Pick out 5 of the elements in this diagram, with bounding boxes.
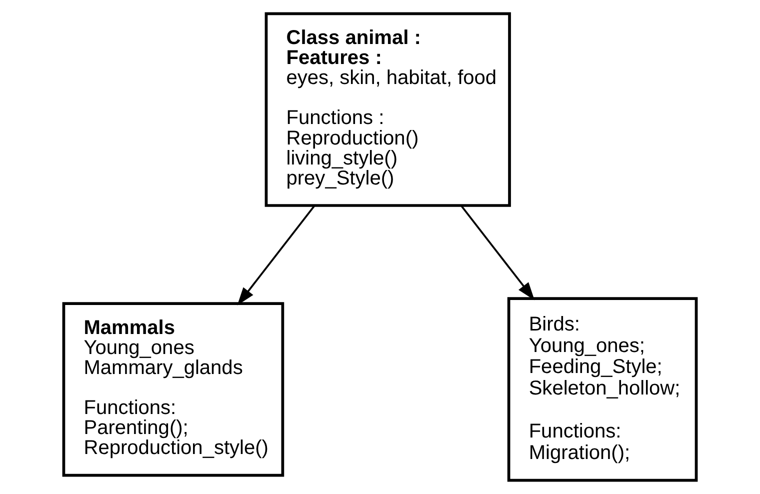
node-box: Class animal : Features : eyes, skin, habitat, food Functions : Reproduction() living_style() prey_Style(): [264, 12, 511, 207]
arrow: [237, 205, 316, 306]
node-box: Birds: Young_ones; Feeding_Style; Skeleton_hollow; Functions: Migration();: [507, 297, 698, 482]
node-box: Mammals Young_ones Mammary_glands Functions: Parenting(); Reproduction_style(): [62, 302, 284, 477]
arrow: [460, 205, 535, 300]
